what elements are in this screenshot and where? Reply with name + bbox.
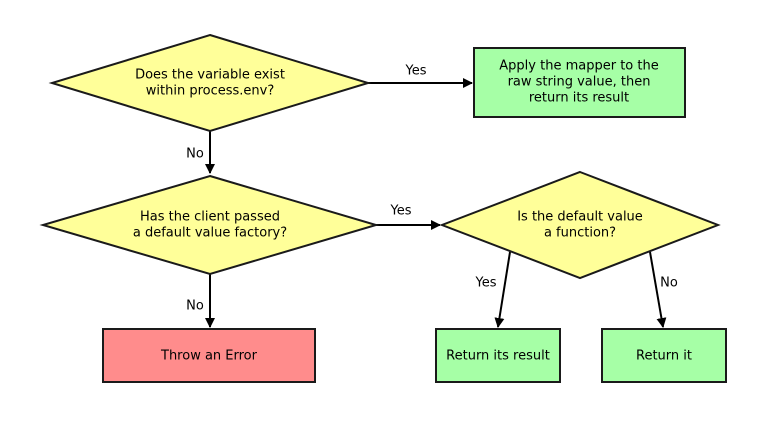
terminal-shape: [601, 328, 727, 383]
decision-text-line2: a default value factory?: [133, 226, 287, 241]
edge-function-no: [649, 251, 667, 328]
terminal-text: Return its result: [446, 349, 550, 364]
decision-text-line1: Is the default value: [517, 210, 643, 225]
decision-text-line1: Has the client passed: [140, 210, 280, 225]
terminal-return-it: Return it: [601, 328, 727, 383]
decision-shape: [39, 174, 380, 276]
terminal-throw-error: Throw an Error: [102, 328, 316, 383]
decision-is-function: Is the default value a function?: [439, 170, 721, 280]
decision-text-line2: within process.env?: [146, 84, 274, 99]
process-shape: [473, 47, 686, 118]
terminal-text: Return it: [636, 349, 692, 364]
decision-shape: [48, 33, 372, 133]
process-text-line2: raw string value, then: [508, 75, 651, 90]
terminal-text: Throw an Error: [160, 349, 258, 364]
terminal-return-result: Return its result: [435, 328, 561, 383]
edge-label-function-yes: Yes: [475, 276, 497, 291]
process-apply-mapper: Apply the mapper to the raw string value…: [473, 47, 686, 118]
decision-default-factory: Has the client passed a default value fa…: [39, 174, 380, 276]
process-text-line1: Apply the mapper to the: [499, 59, 658, 74]
edge-labels: Yes No Yes No Yes No: [186, 64, 678, 314]
edge-label-exists-no: No: [186, 147, 204, 162]
terminal-shape: [102, 328, 316, 383]
edges: [205, 78, 667, 328]
decision-text-line2: a function?: [544, 226, 616, 241]
edge-label-exists-yes: Yes: [405, 64, 427, 79]
terminal-shape: [435, 328, 561, 383]
process-text-line3: return its result: [529, 91, 629, 106]
decision-shape: [439, 170, 721, 280]
edge-function-yes: [494, 251, 511, 328]
decision-text-line1: Does the variable exist: [135, 68, 285, 83]
decision-variable-exists: Does the variable exist within process.e…: [48, 33, 372, 133]
edge-label-factory-yes: Yes: [390, 204, 412, 219]
edge-label-function-no: No: [660, 276, 678, 291]
edge-label-factory-no: No: [186, 299, 204, 314]
